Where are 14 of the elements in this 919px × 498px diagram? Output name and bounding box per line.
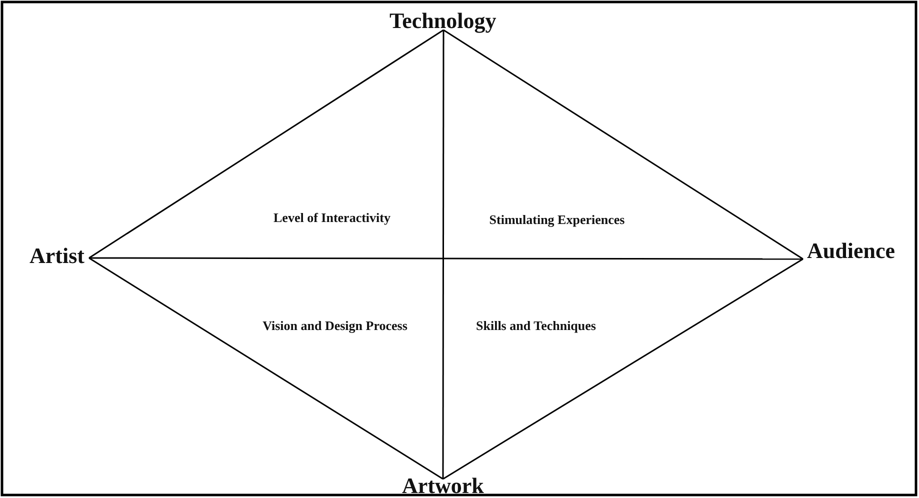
vertex-label: Audience — [807, 240, 895, 262]
vertex-label: Artwork — [402, 475, 484, 497]
vertex-label: Technology — [390, 10, 496, 32]
region-label: Vision and Design Process — [262, 318, 408, 334]
connector-line — [89, 257, 803, 260]
connector-line — [443, 29, 804, 260]
region-label: Skills and Techniques — [476, 318, 596, 334]
connector-line — [88, 257, 444, 480]
connector-line — [88, 29, 444, 259]
connector-line — [442, 258, 804, 480]
region-label: Stimulating Experiences — [489, 212, 625, 228]
connector-line — [442, 30, 444, 479]
vertex-label: Artist — [30, 245, 84, 267]
region-label: Level of Interactivity — [274, 210, 390, 226]
